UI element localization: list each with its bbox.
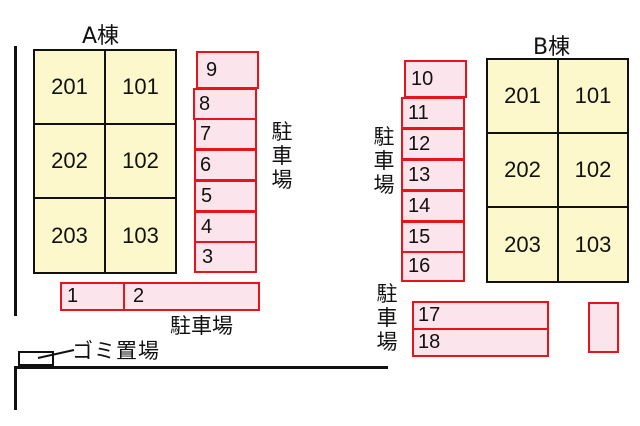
parking-space-17[interactable]: 17 [412, 301, 549, 330]
parking-label-bottom: 駐車場 [170, 314, 233, 338]
unit-a-202[interactable]: 202 [33, 123, 106, 199]
unit-b-202[interactable]: 202 [486, 132, 559, 208]
parking-label-char: 車 [373, 149, 395, 173]
building-b: 201 101 202 102 203 103 [486, 58, 629, 283]
unit-a-201[interactable]: 201 [33, 49, 106, 125]
unit-a-203[interactable]: 203 [33, 197, 106, 274]
parking-space-1[interactable]: 1 [60, 282, 125, 311]
parking-space-13[interactable]: 13 [401, 159, 465, 191]
parking-space-11[interactable]: 11 [401, 97, 465, 129]
building-b-title: B棟 [533, 35, 571, 60]
garbage-area-box[interactable] [18, 351, 54, 366]
parking-label-char: 駐 [271, 120, 293, 144]
unit-a-102[interactable]: 102 [104, 123, 177, 199]
parking-label-char: 場 [271, 168, 293, 192]
unit-a-103[interactable]: 103 [104, 197, 177, 274]
parking-space-12[interactable]: 12 [401, 128, 465, 160]
unit-b-201[interactable]: 201 [486, 58, 559, 134]
unit-b-103[interactable]: 103 [557, 206, 629, 283]
road-line-vertical [14, 366, 17, 410]
parking-space-2[interactable]: 2 [123, 282, 260, 311]
parking-space-10[interactable]: 10 [404, 60, 467, 98]
garbage-label: ゴミ置場 [72, 339, 160, 363]
road-line-horizontal [14, 366, 388, 369]
parking-space-unlabeled[interactable] [588, 302, 619, 353]
parking-space-8[interactable]: 8 [193, 88, 257, 120]
parking-label-char: 車 [271, 144, 293, 168]
parking-space-14[interactable]: 14 [401, 190, 465, 222]
parking-label-char: 場 [376, 330, 398, 354]
left-wall-line [14, 46, 17, 316]
parking-space-6[interactable]: 6 [194, 149, 257, 181]
unit-b-203[interactable]: 203 [486, 206, 559, 283]
parking-space-3[interactable]: 3 [194, 241, 257, 273]
parking-space-4[interactable]: 4 [194, 211, 257, 243]
unit-a-101[interactable]: 101 [104, 49, 177, 125]
parking-space-9[interactable]: 9 [196, 51, 259, 89]
parking-label-char: 場 [373, 173, 395, 197]
parking-label-char: 駐 [376, 282, 398, 306]
unit-b-101[interactable]: 101 [557, 58, 629, 134]
parking-label-char: 車 [376, 306, 398, 330]
garbage-pointer-line [37, 349, 75, 359]
parking-label-char: 駐 [373, 125, 395, 149]
parking-label-a: 駐 車 場 [270, 120, 294, 192]
parking-space-15[interactable]: 15 [401, 221, 465, 253]
parking-label-c: 駐 車 場 [375, 282, 399, 354]
parking-space-16[interactable]: 16 [401, 251, 465, 282]
parking-space-5[interactable]: 5 [194, 180, 257, 212]
parking-space-18[interactable]: 18 [412, 328, 549, 357]
parking-label-b: 駐 車 場 [372, 125, 396, 197]
unit-b-102[interactable]: 102 [557, 132, 629, 208]
parking-space-7[interactable]: 7 [194, 118, 257, 150]
building-a-title: A棟 [82, 24, 120, 49]
building-a: 201 101 202 102 203 103 [33, 49, 177, 274]
